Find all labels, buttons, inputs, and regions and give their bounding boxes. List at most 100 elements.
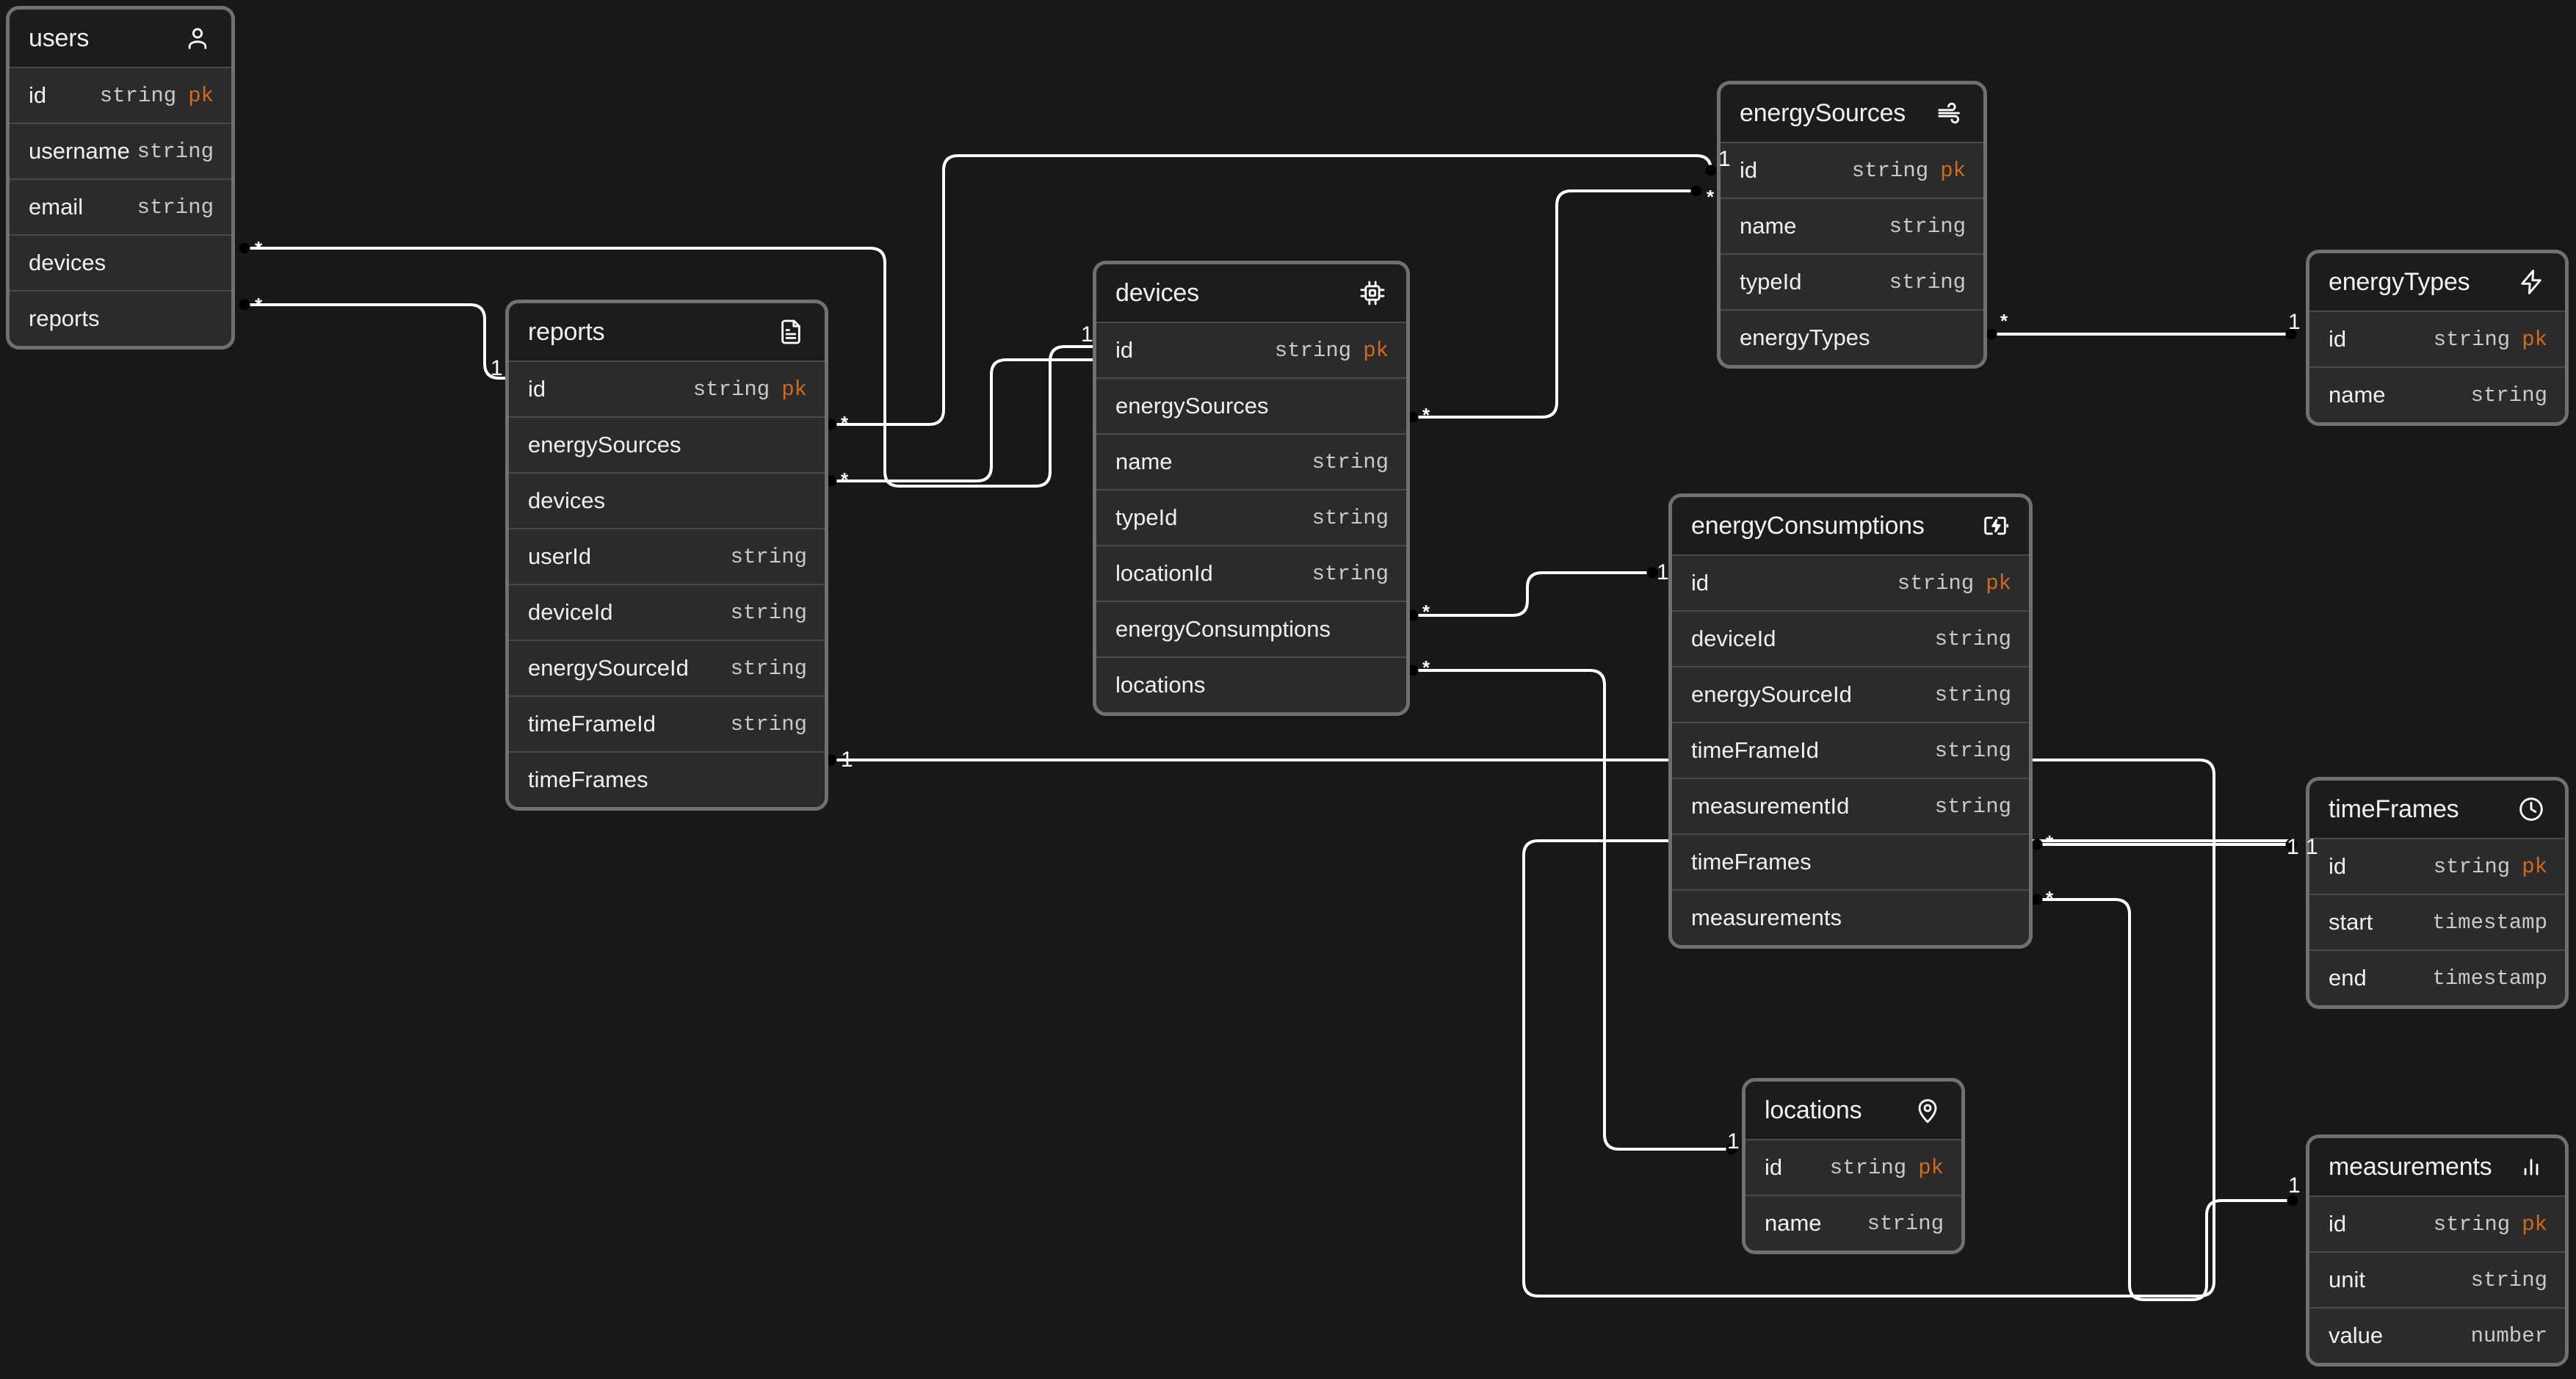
- field-name: username: [29, 138, 130, 164]
- edge-endpoint-dot: [2031, 894, 2043, 905]
- table-header-users[interactable]: users: [10, 10, 231, 67]
- table-header-devices[interactable]: devices: [1096, 264, 1406, 322]
- field-name: id: [1115, 337, 1134, 363]
- field-meta: string: [1312, 450, 1389, 474]
- field-type: string: [730, 656, 807, 681]
- field-name: id: [1691, 570, 1710, 596]
- bar-chart-icon: [2515, 1151, 2547, 1183]
- table-header-energyConsumptions[interactable]: energyConsumptions: [1672, 497, 2029, 554]
- field-meta: string: [731, 601, 807, 625]
- field-meta: string: [137, 195, 214, 220]
- field-row-username[interactable]: username string: [10, 123, 231, 178]
- field-row-reports[interactable]: reports: [10, 290, 231, 346]
- field-name: unit: [2329, 1267, 2365, 1292]
- field-type: string: [730, 600, 807, 625]
- cardinality-label: *: [841, 468, 849, 491]
- field-type: string: [1867, 1211, 1944, 1236]
- field-type: string: [1934, 738, 2011, 763]
- field-row-energyConsumptions[interactable]: energyConsumptions: [1096, 601, 1406, 656]
- field-row-locations[interactable]: locations: [1096, 656, 1406, 712]
- field-row-devices[interactable]: devices: [509, 472, 825, 528]
- field-meta: string: [1889, 270, 1966, 294]
- field-name: measurementId: [1691, 793, 1850, 819]
- field-meta: string: [1935, 627, 2011, 651]
- table-header-measurements[interactable]: measurements: [2309, 1138, 2565, 1195]
- table-header-energyTypes[interactable]: energyTypes: [2309, 253, 2565, 311]
- field-name: timeFrames: [528, 767, 648, 792]
- table-header-energySources[interactable]: energySources: [1721, 84, 1983, 142]
- field-row-energyTypes[interactable]: energyTypes: [1721, 309, 1983, 365]
- field-name: energySources: [1115, 393, 1269, 419]
- table-title: measurements: [2329, 1152, 2492, 1181]
- cardinality-label: 1: [491, 356, 503, 380]
- field-meta: string: [2471, 1268, 2547, 1292]
- field-row-timeFrames[interactable]: timeFrames: [1672, 833, 2029, 889]
- wind-icon: [1933, 97, 1966, 129]
- field-meta: string: [1867, 1212, 1944, 1236]
- field-type: string: [1311, 505, 1389, 530]
- field-row-timeFrames[interactable]: timeFrames: [509, 751, 825, 807]
- primary-key-badge: pk: [2522, 1212, 2547, 1237]
- cardinality-label: *: [255, 294, 263, 316]
- table-header-locations[interactable]: locations: [1745, 1082, 1961, 1139]
- cardinality-label: 1: [841, 748, 853, 772]
- table-title: energyTypes: [2329, 267, 2470, 296]
- field-row-energySources[interactable]: energySources: [509, 416, 825, 472]
- table-header-reports[interactable]: reports: [509, 303, 825, 361]
- field-row-energySources[interactable]: energySources: [1096, 377, 1406, 433]
- table-header-timeFrames[interactable]: timeFrames: [2309, 781, 2565, 838]
- field-meta: string: [1935, 683, 2011, 707]
- field-meta: string: [2471, 383, 2547, 408]
- field-meta: string: [731, 656, 807, 681]
- field-row-unit[interactable]: unit string: [2309, 1251, 2565, 1307]
- field-type: string: [2470, 383, 2547, 408]
- field-type: string: [137, 139, 214, 164]
- field-name: locationId: [1115, 560, 1213, 586]
- cardinality-label: 1: [1657, 560, 1669, 584]
- field-row-measurements[interactable]: measurements: [1672, 889, 2029, 945]
- cardinality-label: *: [255, 237, 263, 259]
- field-type: number: [2470, 1323, 2547, 1348]
- primary-key-badge: pk: [1918, 1155, 1944, 1180]
- field-row-devices[interactable]: devices: [10, 234, 231, 290]
